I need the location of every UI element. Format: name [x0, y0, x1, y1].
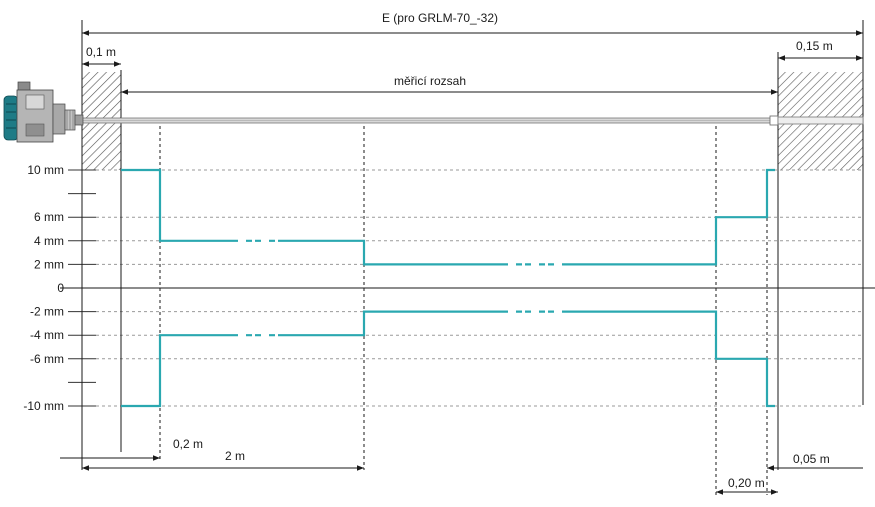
y-tick-label: -10 mm: [23, 399, 64, 413]
y-tick-label: 10 mm: [27, 163, 64, 177]
y-tick-label: 6 mm: [34, 210, 64, 224]
label-0-1m: 0,1 m: [86, 45, 116, 59]
y-tick-label: 4 mm: [34, 234, 64, 248]
y-tick-label: -2 mm: [30, 305, 64, 319]
label-0-05m: 0,05 m: [793, 452, 830, 466]
label-0-20m: 0,20 m: [728, 476, 765, 490]
y-tick-label: -4 mm: [30, 328, 64, 342]
range-label: měřicí rozsah: [394, 74, 466, 88]
y-tick-label: 2 mm: [34, 257, 64, 271]
line-break-gaps: [238, 239, 565, 337]
lower-accuracy-line: [121, 310, 775, 408]
y-axis-labels: 10 mm 6 mm 4 mm 2 mm 0 -2 mm -4 mm -6 mm -10 mm: [23, 163, 64, 413]
label-0-15m: 0,15 m: [796, 39, 833, 53]
probe-rod-icon: [79, 115, 864, 126]
label-2m: 2 m: [225, 449, 245, 463]
title-e: E (pro GRLM-70_-32): [382, 11, 498, 25]
label-0-2m: 0,2 m: [173, 437, 203, 451]
upper-accuracy-line: [121, 168, 775, 266]
level-sensor-icon: [3, 81, 84, 143]
y-tick-label: 0: [57, 281, 64, 295]
y-tick-label: -6 mm: [30, 352, 64, 366]
